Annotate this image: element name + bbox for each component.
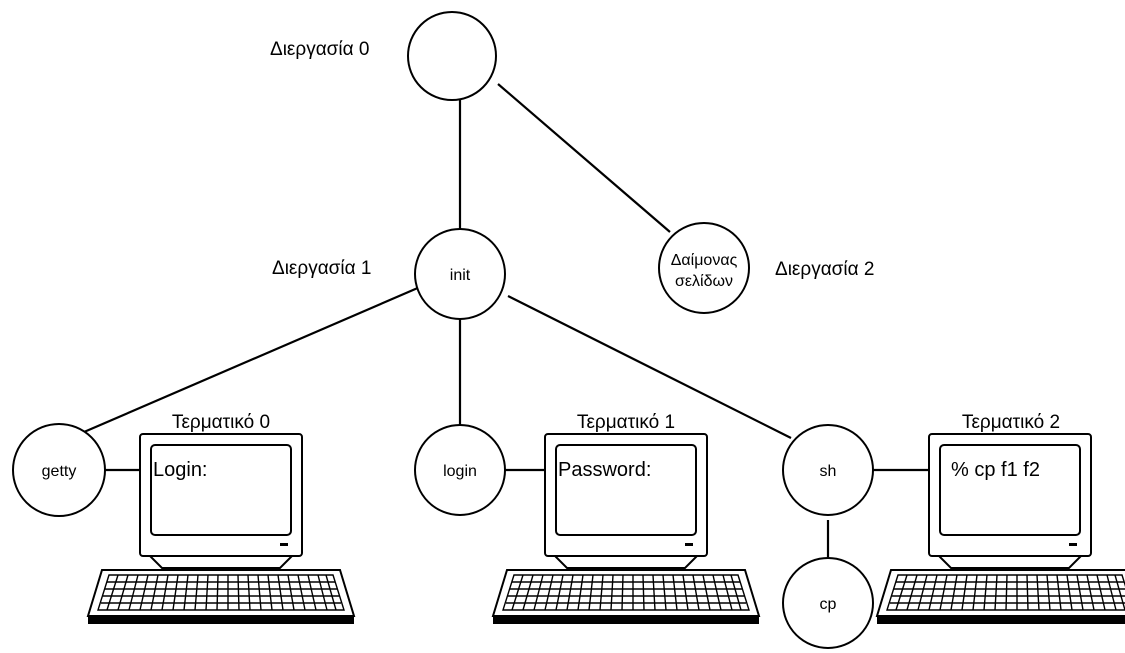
terminal-2: Τερματικό 2 % cp f1 f2 <box>876 412 1125 625</box>
page-daemon-label-line1: Δαίμονας <box>671 252 738 269</box>
process-0-node <box>407 11 497 101</box>
page-daemon-node: Δαίμονας σελίδων <box>658 222 750 314</box>
terminal-0: Τερματικό 0 Login: <box>87 412 355 625</box>
login-label: login <box>443 463 477 480</box>
terminal-2-title: Τερματικό 2 <box>962 412 1060 433</box>
process-2-caption: Διεργασία 2 <box>775 259 874 280</box>
edge-process0-pagedaemon <box>497 83 671 233</box>
edge-init-getty <box>83 285 421 434</box>
login-node: login <box>414 424 506 516</box>
terminal-0-computer-icon <box>87 433 355 625</box>
terminal-0-screen-text: Login: <box>153 459 208 481</box>
terminal-2-screen-text: % cp f1 f2 <box>951 459 1040 481</box>
cp-label: cp <box>820 596 837 613</box>
process-1-caption: Διεργασία 1 <box>272 258 371 279</box>
tree-edges <box>83 83 929 557</box>
getty-node: getty <box>12 423 106 517</box>
init-node: init <box>414 228 506 320</box>
terminal-1-screen-text: Password: <box>558 459 651 481</box>
terminal-1: Τερματικό 1 Password: <box>492 412 760 625</box>
init-label: init <box>450 267 471 284</box>
cp-node: cp <box>782 557 874 649</box>
sh-node: sh <box>782 424 874 516</box>
process-0-caption: Διεργασία 0 <box>270 39 369 60</box>
sh-label: sh <box>820 463 837 480</box>
terminal-0-title: Τερματικό 0 <box>172 412 270 433</box>
page-daemon-label-line2: σελίδων <box>675 273 733 290</box>
getty-label: getty <box>42 463 77 480</box>
terminal-1-title: Τερματικό 1 <box>577 412 675 433</box>
edge-init-sh <box>507 295 792 439</box>
